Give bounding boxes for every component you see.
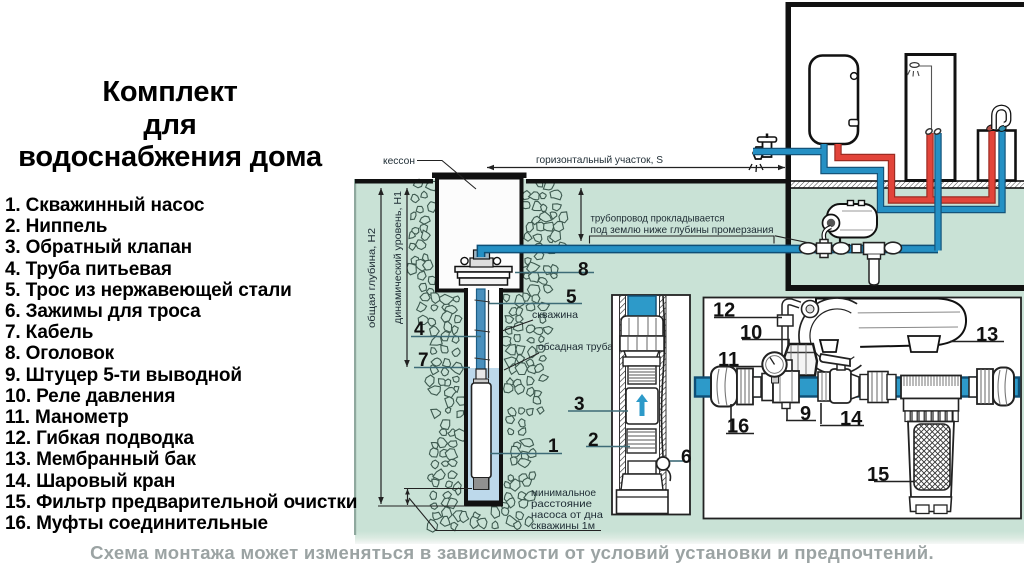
svg-text:трубопровод прокладывается: трубопровод прокладывается: [591, 213, 725, 225]
svg-text:11: 11: [718, 349, 739, 371]
svg-text:3: 3: [574, 394, 585, 415]
svg-text:12: 12: [713, 300, 735, 322]
svg-text:14: 14: [840, 408, 863, 430]
svg-text:5: 5: [566, 287, 577, 308]
svg-text:кессон: кессон: [383, 156, 415, 167]
svg-text:8: 8: [578, 260, 589, 281]
svg-text:горизонтальный участок, S: горизонтальный участок, S: [536, 155, 663, 166]
svg-text:13: 13: [976, 324, 998, 346]
svg-text:2: 2: [588, 430, 599, 451]
svg-text:10: 10: [740, 322, 762, 344]
svg-text:1: 1: [548, 436, 559, 457]
svg-text:9: 9: [800, 403, 811, 425]
svg-text:расстояние: расстояние: [531, 499, 592, 510]
svg-text:16: 16: [727, 416, 749, 438]
svg-text:6: 6: [681, 447, 692, 468]
svg-text:обсадная труба: обсадная труба: [538, 341, 613, 353]
svg-text:под землю ниже глубины промерз: под землю ниже глубины промерзания: [591, 224, 774, 236]
svg-text:общая глубина, Н2: общая глубина, Н2: [366, 228, 378, 328]
svg-text:насоса от дна: насоса от дна: [531, 510, 603, 521]
svg-text:4: 4: [414, 319, 425, 340]
svg-text:минимальное: минимальное: [531, 488, 596, 499]
svg-text:динамический уровень, Н1: динамический уровень, Н1: [393, 191, 404, 324]
svg-text:скважина: скважина: [532, 310, 578, 321]
svg-text:скважины 1м: скважины 1м: [531, 521, 595, 532]
svg-text:15: 15: [867, 464, 889, 486]
svg-text:7: 7: [418, 350, 429, 371]
